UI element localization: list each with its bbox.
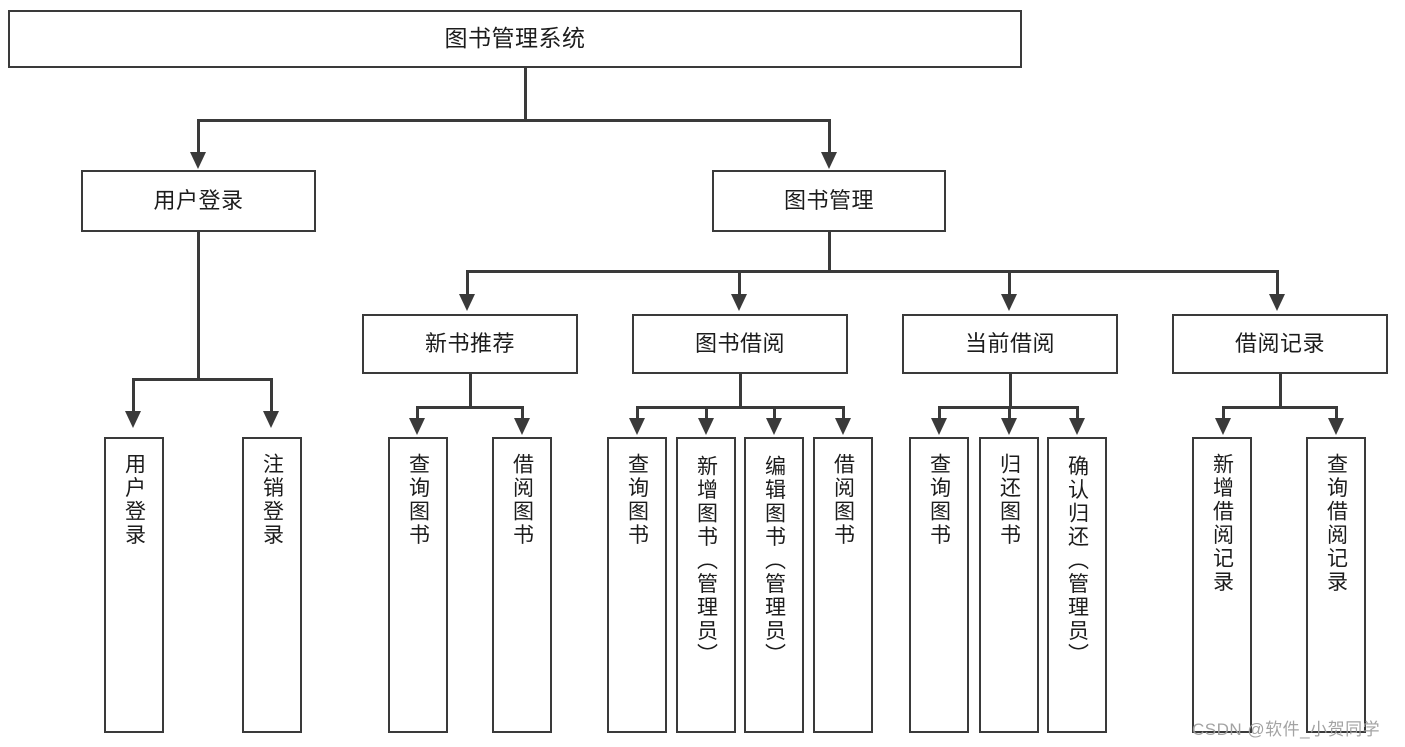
- arrow-root-to-book-mgmt: [821, 152, 837, 169]
- node-label: 图书借阅: [694, 331, 785, 357]
- connector-new-book-to-leaf-1: [416, 406, 419, 420]
- leaf-user-login-logout[interactable]: 注销登录: [242, 437, 302, 733]
- connector-new-book-bus: [416, 406, 524, 409]
- leaf-book-borrow-edit-book-admin[interactable]: 编辑图书（管理员）: [744, 437, 804, 733]
- arrow-new-book-to-leaf-1: [409, 418, 425, 435]
- arrow-book-borrow-to-leaf-1: [629, 418, 645, 435]
- connector-book-borrow-stem: [739, 374, 742, 408]
- arrow-new-book-to-leaf-2: [514, 418, 530, 435]
- node-label: 用户登录: [153, 188, 244, 214]
- connector-root-stem: [524, 68, 527, 121]
- arrow-book-mgmt-to-level3-1: [459, 294, 475, 311]
- connector-new-book-stem: [469, 374, 472, 408]
- node-label: 查询图书: [406, 453, 430, 547]
- arrow-current-borrow-to-leaf-3: [1069, 418, 1085, 435]
- node-current-borrow[interactable]: 当前借阅: [902, 314, 1118, 374]
- arrow-borrow-record-to-leaf-1: [1215, 418, 1231, 435]
- node-label: 归还图书: [997, 453, 1021, 547]
- connector-current-borrow-stem: [1009, 374, 1012, 408]
- node-label: 查询图书: [625, 453, 649, 547]
- connector-user-login-stem: [197, 232, 200, 380]
- node-label: 用户登录: [122, 453, 146, 547]
- node-label: 查询图书: [927, 453, 951, 547]
- node-book-borrow[interactable]: 图书借阅: [632, 314, 848, 374]
- connector-root-to-user-login: [197, 119, 200, 155]
- node-label: 查询借阅记录: [1324, 453, 1348, 594]
- leaf-book-borrow-borrow-book[interactable]: 借阅图书: [813, 437, 873, 733]
- connector-current-borrow-to-leaf-3: [1076, 406, 1079, 420]
- csdn-watermark: CSDN @软件_小贺同学: [1192, 720, 1381, 739]
- node-label: 图书管理: [783, 188, 874, 214]
- connector-book-mgmt-to-level3-2: [738, 270, 741, 296]
- connector-book-mgmt-to-level3-1: [466, 270, 469, 296]
- leaf-borrow-record-query-record[interactable]: 查询借阅记录: [1306, 437, 1366, 733]
- connector-borrow-record-to-leaf-2: [1335, 406, 1338, 420]
- node-label: 新增借阅记录: [1210, 453, 1234, 594]
- node-label: 新增图书（管理员）: [694, 455, 718, 667]
- connector-root-to-book-mgmt: [828, 119, 831, 155]
- leaf-book-borrow-add-book-admin[interactable]: 新增图书（管理员）: [676, 437, 736, 733]
- node-label: 图书管理系统: [444, 25, 586, 52]
- connector-book-borrow-to-leaf-4: [842, 406, 845, 420]
- node-new-book-recommend[interactable]: 新书推荐: [362, 314, 578, 374]
- connector-book-mgmt-to-level3-4: [1276, 270, 1279, 296]
- connector-book-mgmt-bus: [466, 270, 1278, 273]
- node-borrow-record[interactable]: 借阅记录: [1172, 314, 1388, 374]
- arrow-book-borrow-to-leaf-4: [835, 418, 851, 435]
- node-label: 新书推荐: [424, 331, 515, 357]
- leaf-current-borrow-return-book[interactable]: 归还图书: [979, 437, 1039, 733]
- arrow-user-login-to-leaf-2: [263, 411, 279, 428]
- node-label: 借阅记录: [1234, 331, 1325, 357]
- connector-borrow-record-to-leaf-1: [1222, 406, 1225, 420]
- leaf-current-borrow-confirm-return-admin[interactable]: 确认归还（管理员）: [1047, 437, 1107, 733]
- leaf-borrow-record-add-record[interactable]: 新增借阅记录: [1192, 437, 1252, 733]
- node-root-system[interactable]: 图书管理系统: [8, 10, 1022, 68]
- node-label: 当前借阅: [964, 331, 1055, 357]
- arrow-book-borrow-to-leaf-3: [766, 418, 782, 435]
- connector-current-borrow-to-leaf-2: [1008, 406, 1011, 420]
- connector-user-login-to-leaf-2: [270, 378, 273, 414]
- arrow-user-login-to-leaf-1: [125, 411, 141, 428]
- arrow-book-mgmt-to-level3-2: [731, 294, 747, 311]
- connector-user-login-bus: [132, 378, 272, 381]
- connector-new-book-to-leaf-2: [521, 406, 524, 420]
- node-label: 借阅图书: [831, 453, 855, 547]
- connector-book-borrow-bus: [636, 406, 844, 409]
- connector-borrow-record-bus: [1222, 406, 1338, 409]
- node-book-management[interactable]: 图书管理: [712, 170, 946, 232]
- node-label: 确认归还（管理员）: [1065, 455, 1089, 667]
- connector-current-borrow-to-leaf-1: [938, 406, 941, 420]
- arrow-borrow-record-to-leaf-2: [1328, 418, 1344, 435]
- connector-book-mgmt-to-level3-3: [1008, 270, 1011, 296]
- arrow-current-borrow-to-leaf-2: [1001, 418, 1017, 435]
- arrow-current-borrow-to-leaf-1: [931, 418, 947, 435]
- node-label: 借阅图书: [510, 453, 534, 547]
- connector-book-borrow-to-leaf-1: [636, 406, 639, 420]
- leaf-current-borrow-query-book[interactable]: 查询图书: [909, 437, 969, 733]
- leaf-new-book-borrow-book[interactable]: 借阅图书: [492, 437, 552, 733]
- arrow-book-borrow-to-leaf-2: [698, 418, 714, 435]
- connector-book-borrow-to-leaf-2: [705, 406, 708, 420]
- leaf-new-book-query-book[interactable]: 查询图书: [388, 437, 448, 733]
- leaf-book-borrow-query-book[interactable]: 查询图书: [607, 437, 667, 733]
- connector-user-login-to-leaf-1: [132, 378, 135, 414]
- node-label: 注销登录: [260, 453, 284, 547]
- connector-borrow-record-stem: [1279, 374, 1282, 408]
- arrow-book-mgmt-to-level3-4: [1269, 294, 1285, 311]
- connector-book-mgmt-stem: [828, 232, 831, 272]
- arrow-book-mgmt-to-level3-3: [1001, 294, 1017, 311]
- connector-root-bus: [197, 119, 831, 122]
- arrow-root-to-user-login: [190, 152, 206, 169]
- node-label: 编辑图书（管理员）: [762, 455, 786, 667]
- node-user-login[interactable]: 用户登录: [81, 170, 316, 232]
- connector-book-borrow-to-leaf-3: [773, 406, 776, 420]
- leaf-user-login-login[interactable]: 用户登录: [104, 437, 164, 733]
